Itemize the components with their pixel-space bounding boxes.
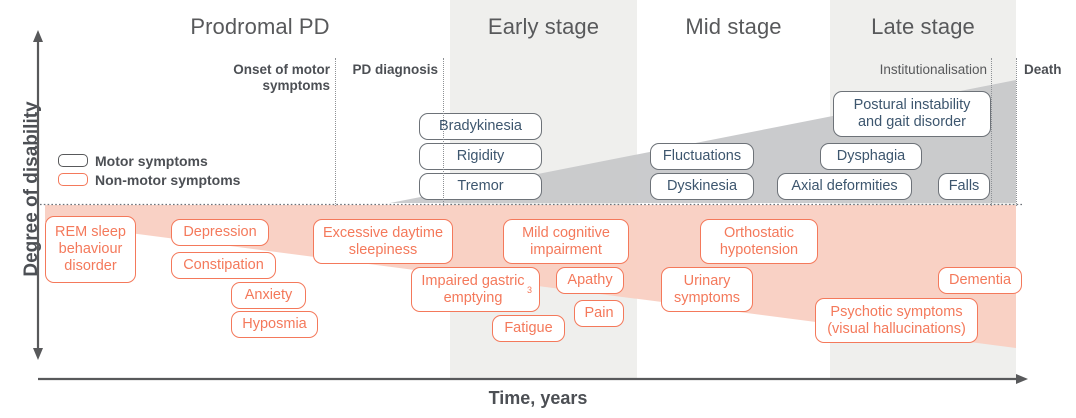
pill-depression[interactable]: Depression [171, 219, 269, 246]
pill-axial-deformities[interactable]: Axial deformities [777, 173, 912, 200]
pill-mild-cognitive-impairment[interactable]: Mild cognitive impairment [503, 219, 629, 264]
milestone-death: Death [1024, 62, 1062, 77]
stage-title-early: Early stage [487, 14, 600, 39]
x-axis-title: Time, years [488, 388, 588, 408]
legend-row-motor: Motor symptoms [58, 152, 240, 169]
legend: Motor symptoms Non-motor symptoms [58, 152, 240, 190]
pill-dysphagia[interactable]: Dysphagia [820, 143, 922, 170]
legend-swatch-motor-icon [58, 154, 88, 167]
pill-tremor[interactable]: Tremor [419, 173, 542, 200]
x-axis-arrow-right [1016, 374, 1028, 384]
stage-title-late: Late stage [871, 14, 975, 39]
y-axis-arrow-down [33, 348, 43, 360]
pill-anxiety[interactable]: Anxiety [231, 282, 306, 309]
dotline-pd-diagnosis [443, 58, 444, 206]
y-axis-title: Degree of disability [21, 101, 42, 277]
pill-apathy[interactable]: Apathy [556, 267, 624, 294]
milestone-onset-motor-symptoms: Onset of motor symptoms [233, 62, 330, 93]
legend-row-nonmotor: Non-motor symptoms [58, 171, 240, 188]
pill-bradykinesia[interactable]: Bradykinesia [419, 113, 542, 140]
pill-psychotic-symptoms[interactable]: Psychotic symptoms (visual hallucination… [815, 298, 978, 343]
stage-title-prodromal: Prodromal PD [190, 14, 330, 39]
pill-hyposmia[interactable]: Hyposmia [231, 311, 318, 338]
y-axis-arrow-up [33, 30, 43, 42]
dotline-death [1016, 58, 1017, 206]
pill-dementia[interactable]: Dementia [938, 267, 1022, 294]
dotline-institutionalisation [991, 58, 992, 206]
pill-rem-sleep-behaviour-disorder[interactable]: REM sleep behaviour disorder [45, 216, 136, 283]
dotline-onset-motor-symptoms [335, 58, 336, 206]
pill-fluctuations[interactable]: Fluctuations [650, 143, 754, 170]
pill-constipation[interactable]: Constipation [171, 252, 276, 279]
legend-swatch-nonmotor-icon [58, 173, 88, 186]
milestone-pd-diagnosis: PD diagnosis [352, 62, 438, 77]
pill-excessive-daytime-sleepiness[interactable]: Excessive daytime sleepiness [313, 219, 453, 264]
pill-orthostatic-hypotension[interactable]: Orthostatic hypotension [700, 219, 818, 264]
milestone-institutionalisation: Institutionalisation [879, 62, 987, 77]
pill-pain[interactable]: Pain [574, 300, 624, 327]
pill-dyskinesia[interactable]: Dyskinesia [650, 173, 754, 200]
pill-falls[interactable]: Falls [938, 173, 990, 200]
pill-rigidity[interactable]: Rigidity [419, 143, 542, 170]
pill-postural-instability-gait-disorder[interactable]: Postural instability and gait disorder [833, 91, 991, 137]
legend-label-nonmotor: Non-motor symptoms [95, 171, 241, 188]
pill-fatigue[interactable]: Fatigue [492, 315, 565, 342]
pill-impaired-gastric-emptying-label: Impaired gastric emptying [421, 272, 525, 306]
stage-title-mid: Mid stage [685, 14, 782, 39]
pill-urinary-symptoms[interactable]: Urinary symptoms [661, 267, 753, 312]
legend-label-motor: Motor symptoms [95, 152, 208, 169]
